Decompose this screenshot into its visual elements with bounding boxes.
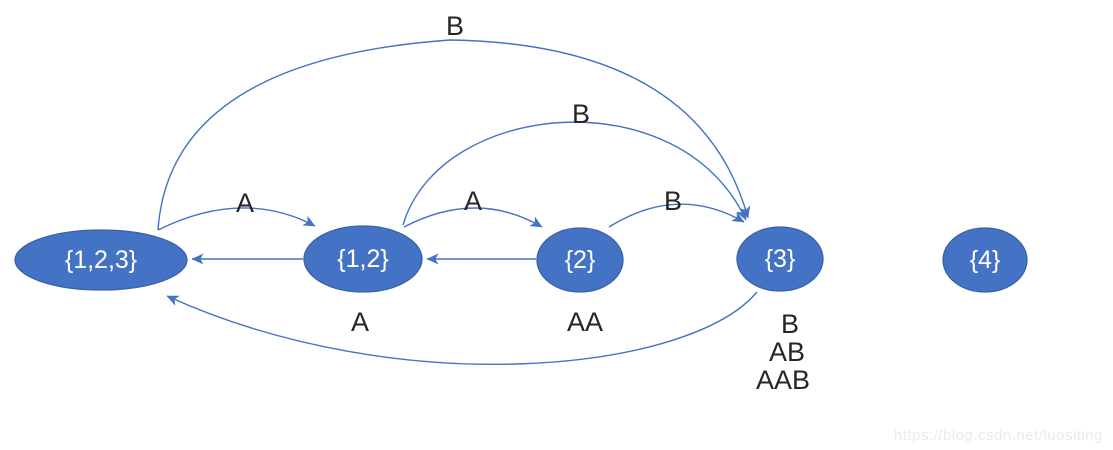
transition-edge-12-to-3-top	[402, 121, 747, 226]
state-node-label-2: {2}	[565, 246, 596, 274]
output-label-2: B	[781, 309, 799, 339]
transition-label-2-to-3-arc: B	[664, 186, 682, 216]
state-node-label-4: {4}	[970, 246, 1001, 274]
transition-label-12-to-3-top: B	[572, 99, 590, 129]
state-node-ellipse-3	[736, 226, 824, 292]
state-node-4: {4}	[942, 227, 1028, 293]
edges-layer	[157, 39, 758, 366]
transition-edge-2-to-3-arc	[608, 203, 745, 228]
nodes-layer: {1,2,3} {1,2} {2} {3} {4}	[14, 225, 1028, 293]
state-node-ellipse-12	[303, 225, 423, 293]
output-label-4: AAB	[756, 365, 810, 395]
output-label-3: AB	[769, 337, 805, 367]
transition-edge-123-to-12-arc	[157, 207, 316, 231]
state-node-label-12: {1,2}	[337, 245, 388, 273]
state-node-ellipse-2	[536, 227, 624, 293]
state-node-label-123: {1,2,3}	[65, 246, 137, 274]
state-node-12: {1,2}	[303, 225, 423, 293]
state-node-ellipse-4	[942, 227, 1028, 293]
state-node-2: {2}	[536, 227, 624, 293]
output-label-0: A	[351, 307, 369, 337]
state-node-123: {1,2,3}	[14, 229, 188, 291]
state-node-ellipse-123	[14, 229, 188, 291]
watermark-text: https://blog.csdn.net/luositing	[894, 427, 1103, 444]
transition-label-12-to-2-arc: A	[464, 186, 482, 216]
transition-label-123-to-12-arc: A	[236, 188, 254, 218]
output-label-1: AA	[567, 307, 603, 337]
transition-edge-3-to-123-bottom	[166, 291, 758, 366]
transition-edge-12-to-2-arc	[403, 207, 543, 228]
state-node-3: {3}	[736, 226, 824, 292]
transition-edge-123-to-3-top	[157, 39, 751, 231]
state-node-label-3: {3}	[765, 245, 796, 273]
transition-label-123-to-3-top: B	[446, 11, 464, 41]
